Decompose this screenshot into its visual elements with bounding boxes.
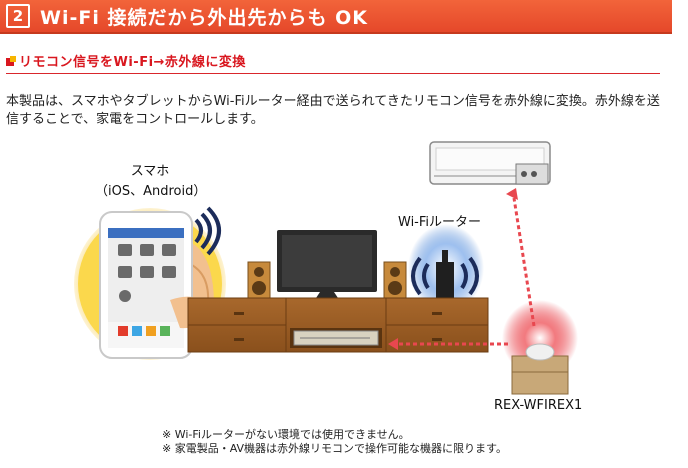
device-label: REX-WFIREX1 <box>494 398 583 413</box>
ir-arrow-left-icon <box>388 338 398 350</box>
description-text: 本製品は、スマホやタブレットからWi-Fiルーター経由で送られてきたリモコン信号… <box>6 94 660 127</box>
speaker-right-graphic <box>383 261 407 299</box>
bullet-icon <box>6 56 16 66</box>
television-graphic <box>277 230 377 304</box>
notes: ※ Wi-Fiルーターがない環境では使用できません。 ※ 家電製品・AV機器は赤… <box>162 428 507 456</box>
section-banner: 2 Wi-Fi 接続だから外出先からも OK <box>0 0 672 34</box>
section-number: 2 <box>6 4 30 28</box>
note-item: ※ 家電製品・AV機器は赤外線リモコンで操作可能な機器に限ります。 <box>162 442 507 455</box>
phone-os-label: （iOS、Android） <box>95 184 207 199</box>
rex-device-graphic <box>502 300 578 395</box>
ir-signal-lines <box>394 197 536 346</box>
note-item: ※ Wi-Fiルーターがない環境では使用できません。 <box>162 428 410 441</box>
subheading-bar: リモコン信号をWi-Fi→赤外線に変換 <box>6 51 660 74</box>
subheading: リモコン信号をWi-Fi→赤外線に変換 <box>19 55 246 70</box>
air-conditioner-graphic <box>429 141 551 185</box>
ir-arrow-up-icon <box>506 188 518 200</box>
router-label: Wi-Fiルーター <box>398 215 482 230</box>
speaker-left-graphic <box>247 261 271 299</box>
wifi-router-graphic <box>408 224 484 312</box>
section-title: Wi-Fi 接続だから外出先からも OK <box>40 6 368 29</box>
phone-label: スマホ <box>130 164 170 179</box>
